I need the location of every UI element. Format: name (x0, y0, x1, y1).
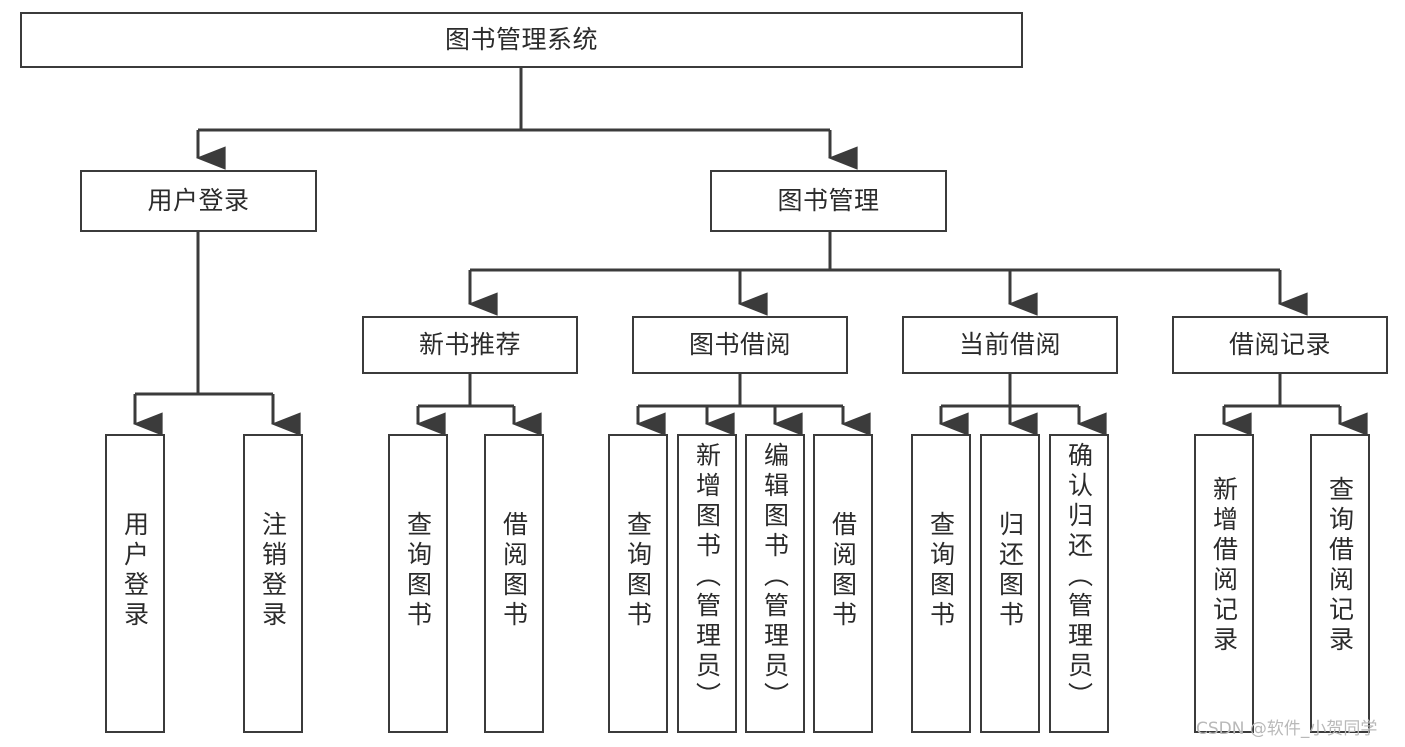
node-new-book-recommend[interactable]: 新书推荐 (362, 316, 578, 374)
node-label: 用户登录 (120, 511, 150, 631)
node-label: 借阅图书 (499, 511, 529, 631)
leaf-query-book-current[interactable]: 查询图书 (911, 434, 971, 733)
node-label: 当前借阅 (958, 330, 1061, 360)
leaf-edit-book-admin[interactable]: 编辑图书（管理员） (745, 434, 805, 733)
node-current-borrow[interactable]: 当前借阅 (902, 316, 1118, 374)
node-label: 确认归还（管理员） (1064, 442, 1094, 712)
node-root-book-management-system[interactable]: 图书管理系统 (20, 12, 1023, 68)
node-book-borrow[interactable]: 图书借阅 (632, 316, 848, 374)
node-borrow-record[interactable]: 借阅记录 (1172, 316, 1388, 374)
node-user-login[interactable]: 用户登录 (80, 170, 317, 232)
node-label: 图书管理 (777, 186, 880, 216)
node-label: 图书借阅 (688, 330, 791, 360)
leaf-query-borrow-record[interactable]: 查询借阅记录 (1310, 434, 1370, 733)
node-label: 编辑图书（管理员） (760, 442, 790, 712)
node-label: 新书推荐 (418, 330, 521, 360)
node-label: 用户登录 (147, 186, 250, 216)
csdn-watermark: CSDN @软件_小贺同学 (1196, 719, 1378, 739)
leaf-confirm-return-admin[interactable]: 确认归还（管理员） (1049, 434, 1109, 733)
node-label: 新增图书（管理员） (692, 442, 722, 712)
node-label: 查询图书 (926, 511, 956, 631)
leaf-add-book-admin[interactable]: 新增图书（管理员） (677, 434, 737, 733)
leaf-add-borrow-record[interactable]: 新增借阅记录 (1194, 434, 1254, 733)
node-label: 归还图书 (995, 511, 1025, 631)
node-label: 查询借阅记录 (1325, 476, 1355, 656)
leaf-borrow-book-borrow[interactable]: 借阅图书 (813, 434, 873, 733)
node-book-management[interactable]: 图书管理 (710, 170, 947, 232)
leaf-return-book[interactable]: 归还图书 (980, 434, 1040, 733)
node-label: 查询图书 (623, 511, 653, 631)
node-label: 借阅图书 (828, 511, 858, 631)
node-label: 查询图书 (403, 511, 433, 631)
leaf-borrow-book-recommend[interactable]: 借阅图书 (484, 434, 544, 733)
node-label: 新增借阅记录 (1209, 476, 1239, 656)
leaf-query-book-borrow[interactable]: 查询图书 (608, 434, 668, 733)
node-label: 注销登录 (258, 511, 288, 631)
node-label: 图书管理系统 (444, 25, 598, 55)
leaf-query-book-recommend[interactable]: 查询图书 (388, 434, 448, 733)
node-label: 借阅记录 (1228, 330, 1331, 360)
leaf-user-login[interactable]: 用户登录 (105, 434, 165, 733)
leaf-logout-login[interactable]: 注销登录 (243, 434, 303, 733)
